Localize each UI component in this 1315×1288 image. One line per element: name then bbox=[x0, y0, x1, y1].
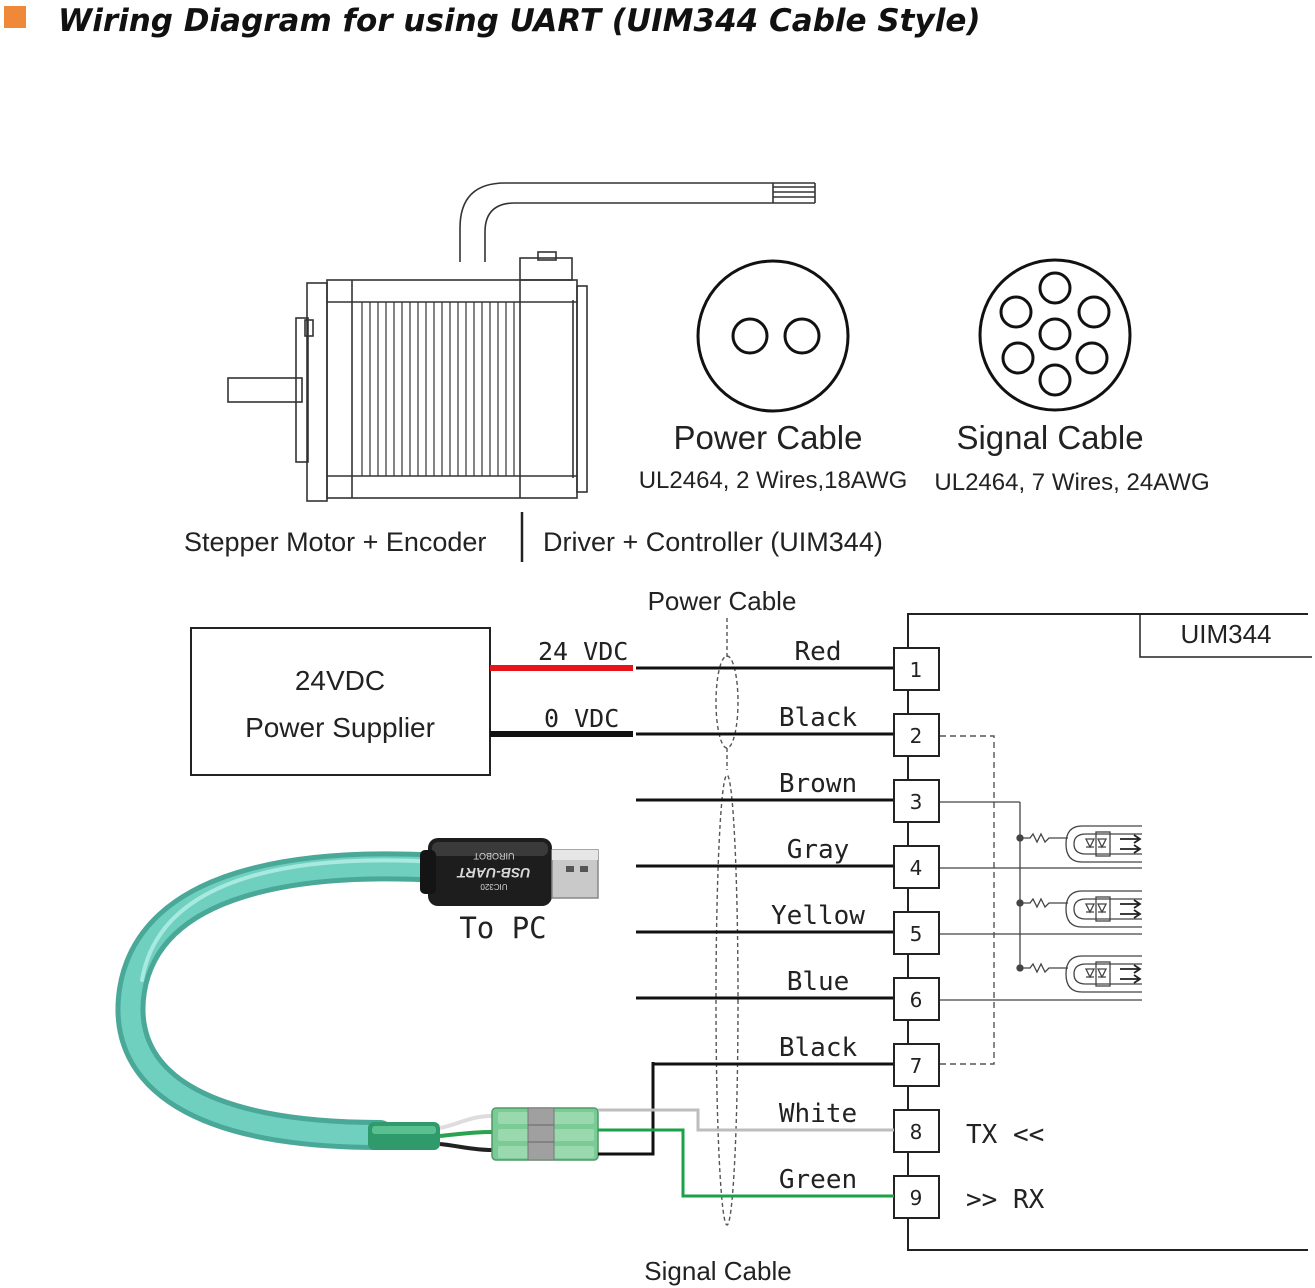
optocoupler-5 bbox=[940, 890, 1142, 935]
motor-label: Stepper Motor + Encoder bbox=[184, 527, 486, 557]
wire-to-pin-9 bbox=[598, 1128, 894, 1198]
wire-to-pin-8 bbox=[598, 1108, 894, 1132]
tx-label: TX << bbox=[966, 1120, 1044, 1150]
pin-number-1: 1 bbox=[910, 658, 923, 682]
page-title: Wiring Diagram for using UART (UIM344 Ca… bbox=[58, 3, 981, 39]
usb-model-label: UIC320 bbox=[480, 882, 508, 891]
usb-uart-cable: USB-UART UIROBOT UIC320 bbox=[115, 838, 599, 1161]
driver-label: Driver + Controller (UIM344) bbox=[543, 527, 883, 557]
pin-number-4: 4 bbox=[910, 856, 923, 880]
uim344-module-box bbox=[907, 613, 1308, 1251]
power-cable-spec: UL2464, 2 Wires,18AWG bbox=[639, 467, 908, 494]
pin-box-8 bbox=[893, 1109, 940, 1153]
pin-number-7: 7 bbox=[910, 1054, 923, 1078]
pin-number-3: 3 bbox=[910, 790, 923, 814]
pin-box-1 bbox=[893, 647, 940, 691]
optocoupler-inputs bbox=[940, 801, 1024, 972]
signal-cable-section bbox=[978, 258, 1132, 412]
power-cable-section bbox=[696, 259, 850, 413]
supply-output-0v: 0 VDC bbox=[544, 704, 619, 733]
power-cable-name: Power Cable bbox=[674, 419, 863, 456]
power-supply-line1: 24VDC bbox=[295, 665, 385, 696]
usb-brand-label: UIROBOT bbox=[473, 851, 515, 861]
usb-print-label: USB-UART bbox=[456, 865, 530, 881]
wire-color-label-6: Blue bbox=[787, 967, 850, 997]
pin-number-2: 2 bbox=[910, 724, 923, 748]
pin-rows: Red1Black2Brown3Gray4Yellow5Blue6Black7W… bbox=[636, 637, 940, 1219]
optocoupler-4 bbox=[940, 825, 1142, 869]
pin-number-8: 8 bbox=[910, 1120, 923, 1144]
wire-to-pin-7 bbox=[598, 1062, 655, 1156]
usb-to-pc-label: To PC bbox=[459, 911, 546, 945]
power-supply-line2: Power Supplier bbox=[245, 712, 435, 743]
pin-box-5 bbox=[893, 911, 940, 955]
wire-color-label-1: Red bbox=[795, 637, 842, 667]
signal-cable-spec: UL2464, 7 Wires, 24AWG bbox=[934, 469, 1209, 496]
pin-number-6: 6 bbox=[910, 988, 923, 1012]
pin-number-5: 5 bbox=[910, 922, 923, 946]
supply-output-24v: 24 VDC bbox=[538, 637, 628, 666]
pin-box-3 bbox=[893, 779, 940, 823]
stepper-motor-drawing bbox=[227, 182, 816, 502]
optocouplers bbox=[940, 825, 1142, 1001]
pin-box-6 bbox=[893, 977, 940, 1021]
wire-color-label-2: Black bbox=[779, 703, 858, 733]
title-bullet bbox=[4, 6, 26, 28]
wire-color-label-4: Gray bbox=[787, 835, 850, 865]
wire-color-label-9: Green bbox=[779, 1165, 857, 1195]
pin-number-9: 9 bbox=[910, 1186, 923, 1210]
pin-box-4 bbox=[893, 845, 940, 889]
rx-label: >> RX bbox=[966, 1185, 1045, 1215]
uim344-label: UIM344 bbox=[1180, 619, 1271, 649]
power-cable-label: Power Cable bbox=[648, 586, 797, 616]
wire-color-label-5: Yellow bbox=[771, 901, 865, 931]
signal-cable-label: Signal Cable bbox=[644, 1256, 791, 1286]
wire-color-label-8: White bbox=[779, 1099, 857, 1129]
pin-box-7 bbox=[893, 1043, 940, 1087]
power-supply-box bbox=[190, 627, 491, 776]
signal-cable-name: Signal Cable bbox=[956, 419, 1143, 456]
pin-box-2 bbox=[893, 713, 940, 757]
optocoupler-6 bbox=[940, 955, 1142, 1001]
internal-ground-link bbox=[940, 735, 995, 1065]
uim344-label-box bbox=[1139, 614, 1312, 658]
wire-color-label-3: Brown bbox=[779, 769, 857, 799]
wire-color-label-7: Black bbox=[779, 1033, 858, 1063]
cable-bundles bbox=[715, 618, 739, 1226]
